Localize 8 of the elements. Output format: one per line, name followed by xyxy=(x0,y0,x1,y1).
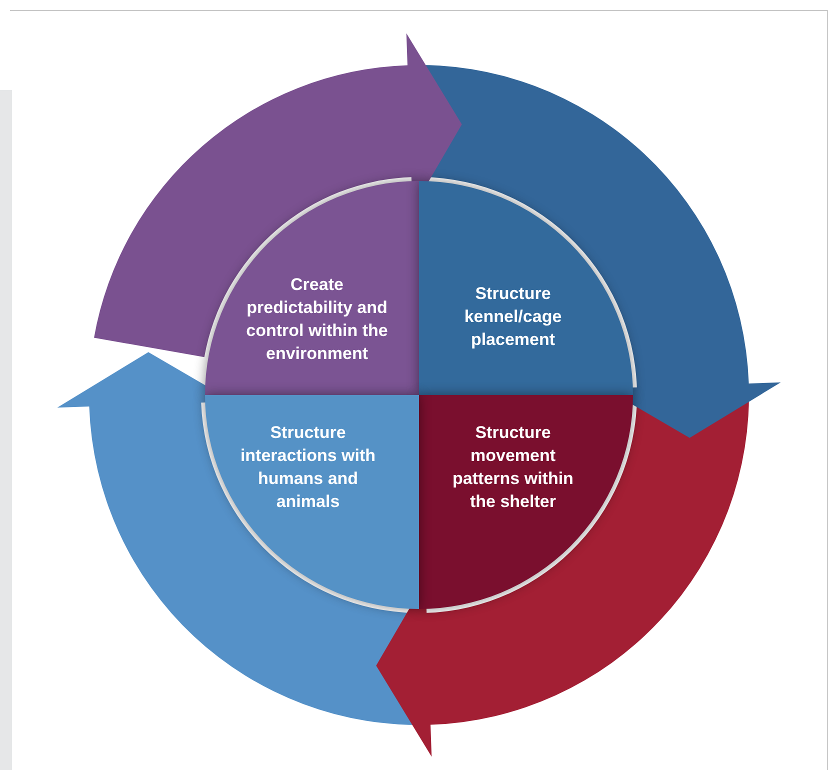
quadrant-segment xyxy=(205,395,419,609)
segment-label: Structure kennel/cage placement xyxy=(463,282,563,350)
segment-label: Structure interactions with humans and animals xyxy=(239,422,377,513)
segment-label: Structure movement patterns within the shelter xyxy=(452,422,574,513)
quadrant-segment xyxy=(419,395,633,609)
quadrant-segment xyxy=(205,181,419,395)
segment-label: Create predictability and control within the environment xyxy=(245,274,389,365)
quadrant-segment xyxy=(419,181,633,395)
